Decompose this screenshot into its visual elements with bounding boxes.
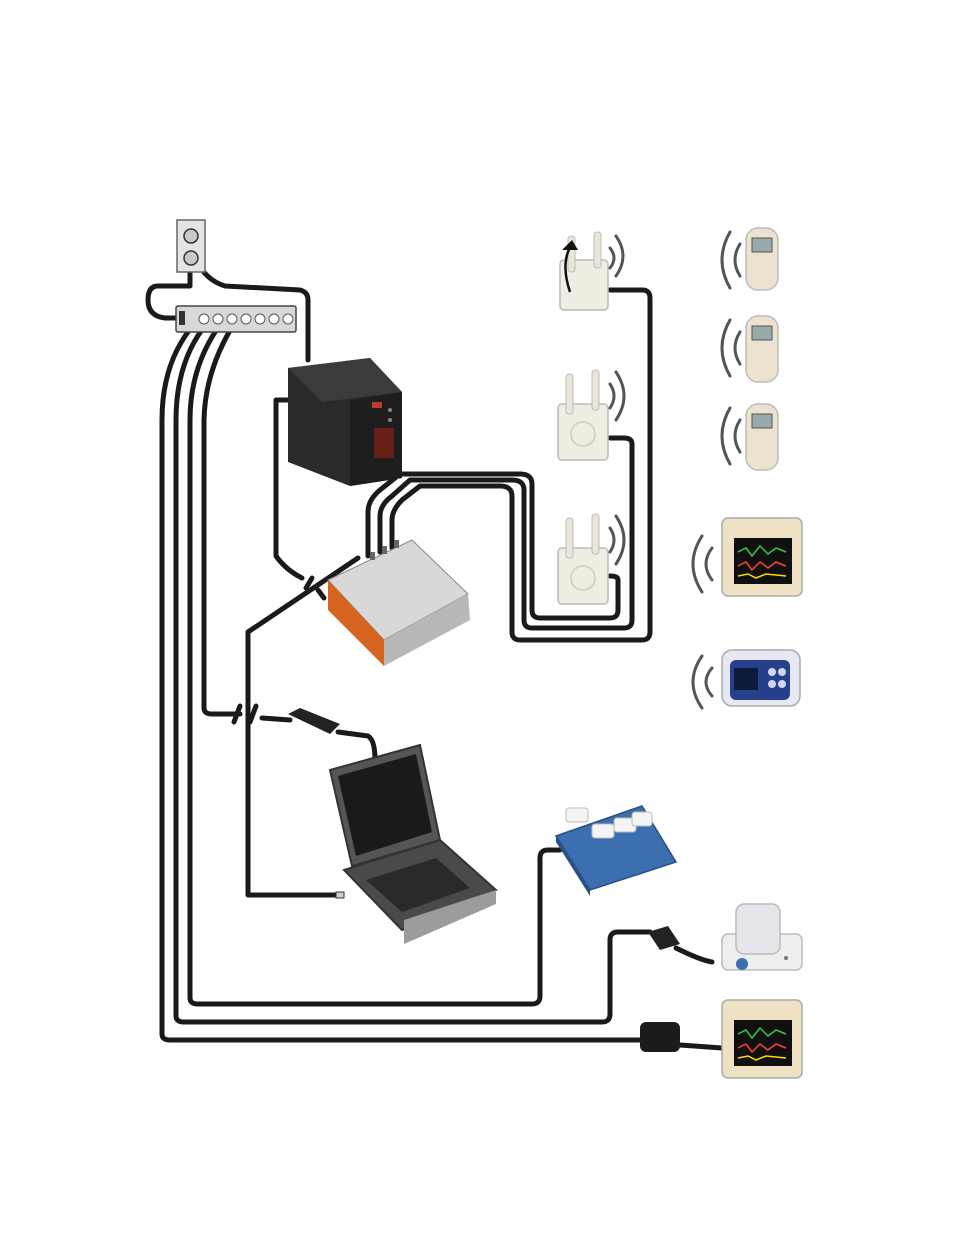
vital-signs-monitor-2 <box>722 1000 802 1078</box>
cradle <box>648 904 802 970</box>
thermometer-1 <box>722 228 778 290</box>
power-strip <box>176 306 296 332</box>
wall-outlet <box>177 220 205 272</box>
access-point-2 <box>558 370 624 460</box>
vital-signs-monitor-1 <box>693 518 802 596</box>
outlet-socket-top <box>184 229 198 243</box>
ups <box>288 358 402 486</box>
thermometer-2 <box>722 316 778 382</box>
cable-break-mark-2 <box>234 706 256 722</box>
cable-adapter-cradle <box>676 948 712 962</box>
charging-station <box>556 806 676 896</box>
access-point-3 <box>558 514 624 604</box>
laptop <box>330 745 496 944</box>
network-switch <box>306 540 470 666</box>
spot-monitor <box>693 650 800 708</box>
cable-brick-monitor <box>680 1045 722 1048</box>
cable-strip-adapter <box>204 322 240 714</box>
power-brick <box>640 1022 680 1052</box>
access-point-1 <box>560 232 623 310</box>
outlet-socket-bottom <box>184 251 198 265</box>
thermometer-3 <box>722 404 778 470</box>
